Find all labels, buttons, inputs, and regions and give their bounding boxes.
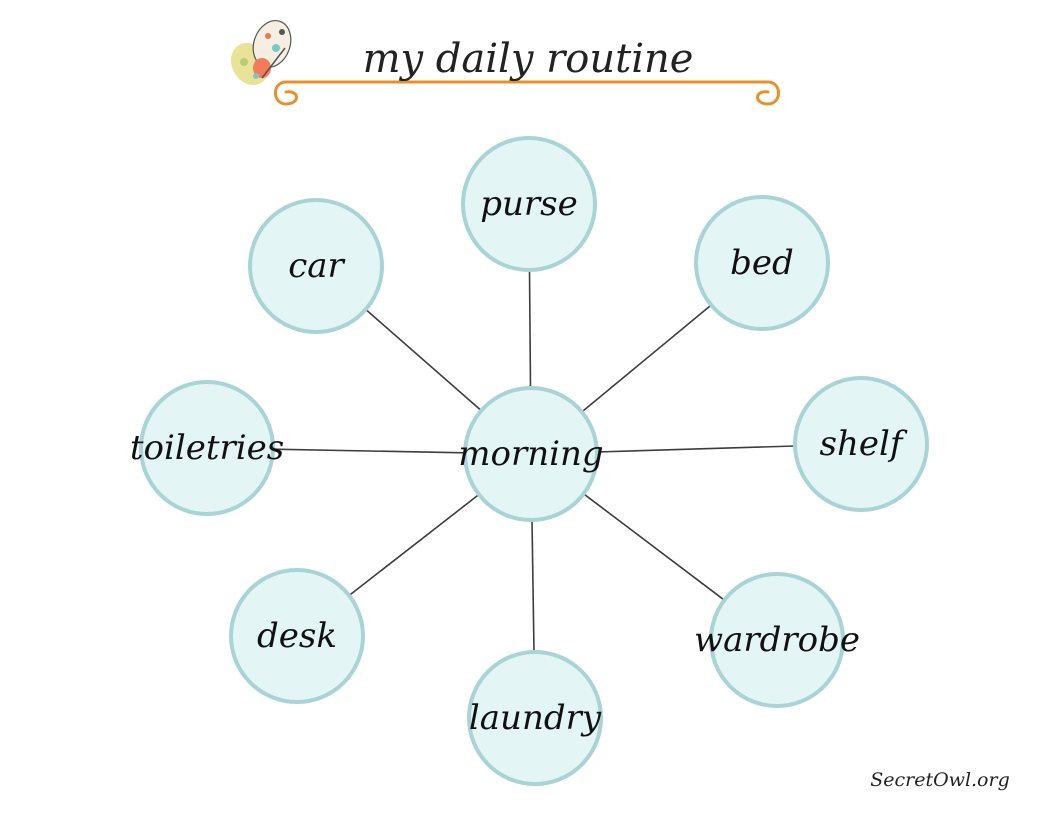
node-car-circle <box>248 198 384 334</box>
node-wardrobe: wardrobe <box>694 572 860 708</box>
spoke-car <box>365 308 482 412</box>
node-desk: desk <box>229 568 365 704</box>
spoke-toiletries <box>272 448 466 454</box>
credit-text: SecretOwl.org <box>870 769 1010 791</box>
node-purse-circle <box>461 136 597 272</box>
node-toiletries-circle <box>139 380 275 516</box>
node-car-label: car <box>288 246 345 286</box>
title-underline <box>274 80 780 106</box>
node-shelf: shelf <box>793 376 929 512</box>
node-purse: purse <box>461 136 597 272</box>
node-toiletries: toiletries <box>130 380 284 516</box>
page-title: my daily routine <box>363 36 694 82</box>
header: my daily routine <box>230 20 780 106</box>
node-laundry-circle <box>467 650 603 786</box>
node-wardrobe-circle <box>709 572 845 708</box>
center-node-label: morning <box>458 434 603 474</box>
spoke-desk <box>348 493 480 597</box>
spoke-purse <box>528 269 532 389</box>
center-node-circle <box>463 386 599 522</box>
nodes: purse bed shelf wardrobe laundry desk toiletri… <box>130 136 929 786</box>
center-node: morning <box>458 386 604 522</box>
node-bed-circle <box>694 195 830 331</box>
node-car: car <box>248 198 384 334</box>
node-shelf-label: shelf <box>820 424 908 464</box>
node-purse-label: purse <box>480 184 577 224</box>
node-bed: bed <box>694 195 830 331</box>
node-toiletries-label: toiletries <box>130 428 284 468</box>
node-laundry-label: laundry <box>469 698 602 738</box>
spokes <box>272 269 796 653</box>
spoke-wardrobe <box>583 493 725 601</box>
node-desk-circle <box>229 568 365 704</box>
spoke-shelf <box>596 445 796 453</box>
spoke-bed <box>581 304 712 413</box>
node-desk-label: desk <box>257 616 337 656</box>
butterfly-icon <box>230 20 292 86</box>
node-shelf-circle <box>793 376 929 512</box>
node-bed-label: bed <box>730 243 794 283</box>
spoke-laundry <box>531 519 535 653</box>
node-laundry: laundry <box>467 650 603 786</box>
node-wardrobe-label: wardrobe <box>694 620 860 660</box>
